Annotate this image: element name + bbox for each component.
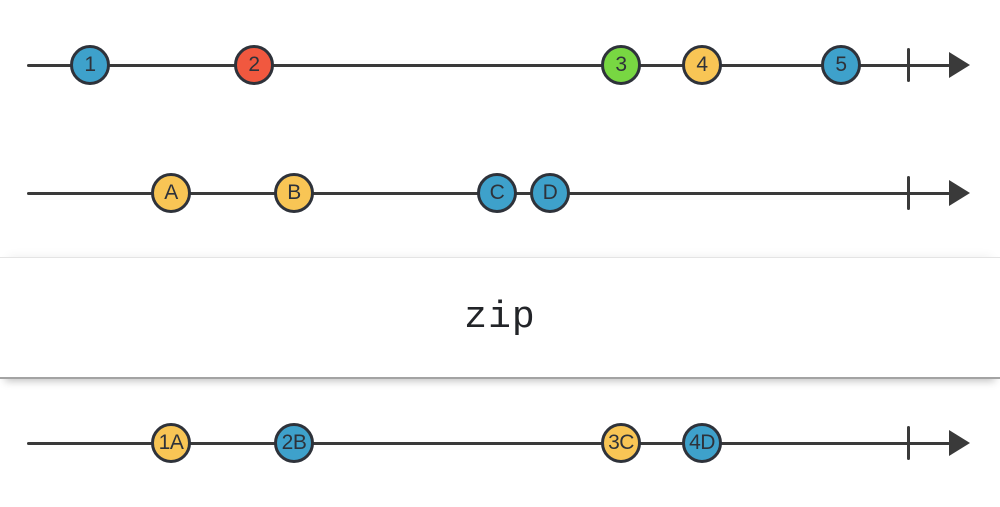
timeline-output-line	[27, 441, 950, 445]
operator-label: zip	[464, 296, 536, 339]
timeline-input-2-marble-A[interactable]: A	[151, 173, 191, 213]
timeline-input-2-arrowhead-icon	[949, 180, 970, 206]
timeline-input-1-line	[27, 63, 950, 67]
timeline-input-2-marble-B[interactable]: B	[274, 173, 314, 213]
timeline-input-1-marble-3[interactable]: 3	[601, 45, 641, 85]
timeline-output-arrowhead-icon	[949, 430, 970, 456]
operator-box: zip	[0, 257, 1000, 379]
timeline-input-2-complete-tick[interactable]	[906, 176, 910, 210]
timeline-output-marble-2B: 2B	[274, 423, 314, 463]
timeline-output-marble-1A: 1A	[151, 423, 191, 463]
timeline-input-1-complete-tick[interactable]	[906, 48, 910, 82]
timeline-input-1-arrowhead-icon	[949, 52, 970, 78]
timeline-input-2-marble-C[interactable]: C	[477, 173, 517, 213]
timeline-input-1-marble-5[interactable]: 5	[821, 45, 861, 85]
timeline-output-marble-3C: 3C	[601, 423, 641, 463]
timeline-output-complete-tick	[906, 426, 910, 460]
timeline-output-marble-4D: 4D	[682, 423, 722, 463]
timeline-input-2-marble-D[interactable]: D	[530, 173, 570, 213]
timeline-input-1-marble-2[interactable]: 2	[234, 45, 274, 85]
timeline-input-1-marble-4[interactable]: 4	[682, 45, 722, 85]
timeline-input-1-marble-1[interactable]: 1	[70, 45, 110, 85]
